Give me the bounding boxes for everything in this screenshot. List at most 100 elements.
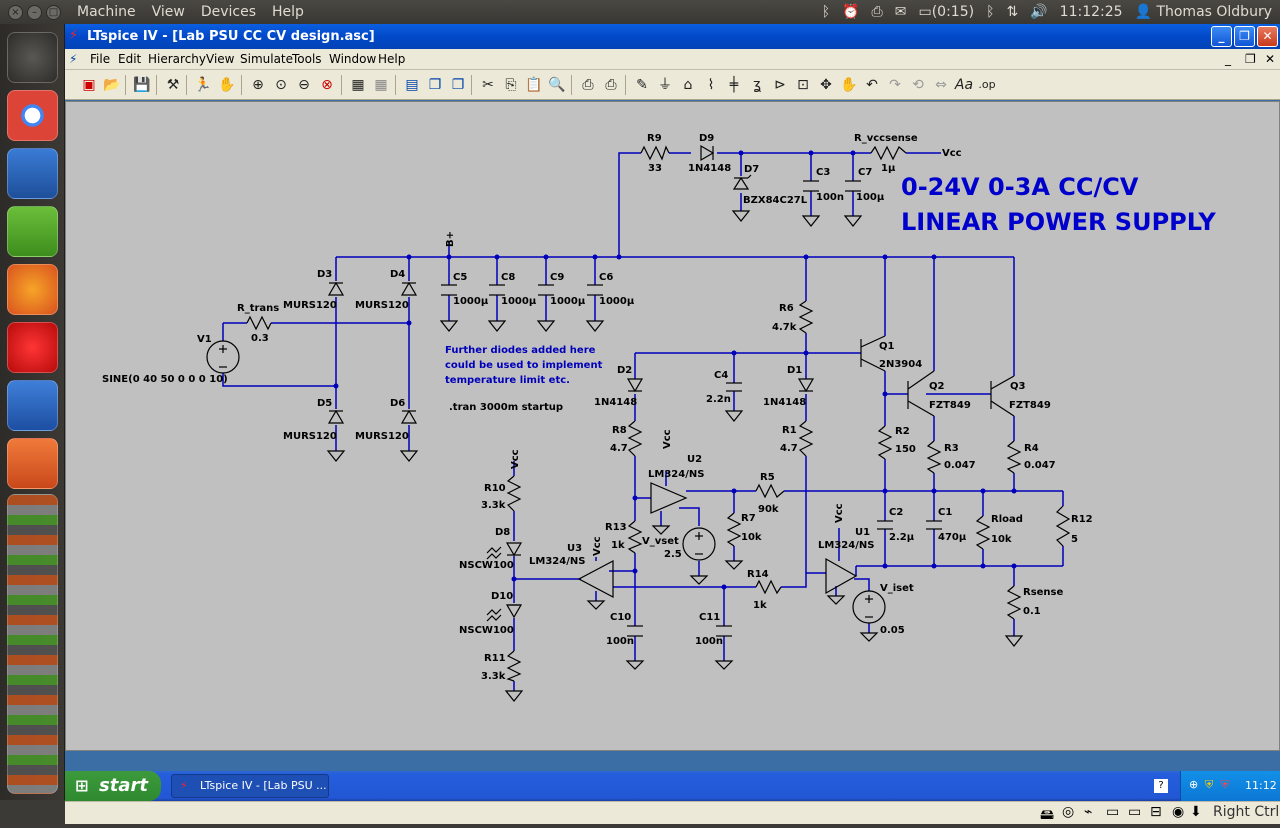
battery-indicator[interactable]: ▭(0:15) [918,4,974,20]
spice-directive-icon[interactable]: .op [978,78,996,91]
redo-icon[interactable]: ↷ [889,77,901,93]
alarm-clock-icon[interactable]: ⏰ [842,4,860,20]
undo-icon[interactable]: ↶ [866,77,878,93]
menu-hierarchy[interactable]: Hierarchy [148,52,207,66]
control-panel-icon[interactable]: ⚒ [166,77,180,93]
menu-help[interactable]: Help [272,4,304,20]
maximize-icon[interactable]: □ [46,4,61,20]
menu-view[interactable]: View [206,52,235,66]
bluetooth-icon[interactable]: ᛒ [821,4,831,20]
mdi-close-icon[interactable]: ✕ [1265,52,1276,66]
menu-tools[interactable]: Tools [292,52,322,66]
network-icon[interactable]: ⇅ [1006,4,1019,20]
close-icon[interactable]: × [8,4,23,20]
cascade-icon[interactable]: ❐ [428,77,442,93]
toolbar-separator [395,75,396,95]
chrome-icon[interactable] [7,90,58,141]
pan-icon[interactable]: ✋ [218,77,236,93]
menu-view[interactable]: View [151,4,185,20]
grid-icon[interactable]: ▦ [374,77,388,93]
menu-edit[interactable]: Edit [118,52,142,66]
restore-button[interactable]: ❐ [1234,26,1255,47]
draw-wire-icon[interactable]: ✎ [636,77,648,93]
drag-icon[interactable]: ✋ [840,77,858,93]
virtualbox-icon[interactable] [7,148,58,199]
alert-shield-icon[interactable]: ⛨ [1221,778,1230,791]
menu-simulate[interactable]: Simulate [240,52,294,66]
resistor-icon[interactable]: ⌇ [707,77,715,93]
print-preview-icon[interactable]: ⎙ [582,77,594,93]
schematic-drawing[interactable]: R9 33 D9 1N4148 R_vccsense 1µ Vcc D7 BZX… [66,102,1279,750]
copy-icon[interactable]: ⎘ [505,77,517,93]
autorange-icon[interactable]: ▦ [351,77,365,93]
calculator-icon[interactable] [7,380,58,431]
cut-icon[interactable]: ✂ [482,77,494,93]
shared-folder-icon[interactable]: ▭ [1106,804,1120,820]
run-icon[interactable]: 🏃 [194,77,212,93]
tile-horizontal-icon[interactable]: ▤ [405,77,419,93]
hdd-icon[interactable]: 🖴 [1040,807,1055,823]
capacitor-icon[interactable]: ╪ [729,77,739,93]
value-d6: MURS120 [355,431,409,442]
label-r4: R4 [1024,443,1039,454]
label-r-vccsense: R_vccsense [854,133,918,144]
taskbar-item-ltspice[interactable]: ⚡ LTspice IV - [Lab PSU ... [171,774,329,798]
component-icon[interactable]: ⊡ [797,77,809,93]
ubuntu-icon[interactable] [7,32,58,83]
find-icon[interactable]: 🔍 [548,77,566,93]
resistor-r7 [726,512,742,547]
keyboard-capture-icon[interactable]: ⬇ [1190,804,1202,820]
ground-icon[interactable]: ⏚ [658,77,672,93]
start-button[interactable]: ⊞ start [65,771,161,801]
security-shield-icon[interactable]: ⛨ [1205,778,1214,791]
pan-view-icon[interactable]: ⊙ [275,77,287,93]
mdi-minimize-icon[interactable]: _ [1225,52,1231,66]
mdi-restore-icon[interactable]: ❐ [1245,52,1256,66]
help-icon[interactable]: ? [1154,779,1168,793]
mirror-icon[interactable]: ⇔ [935,77,947,93]
value-d3: MURS120 [283,300,337,311]
mail-icon[interactable]: ✉ [894,4,907,20]
label-net-icon[interactable]: ⌂ [683,77,693,93]
menu-machine[interactable]: Machine [77,4,136,20]
text-icon[interactable]: Aa [954,77,974,93]
minimize-icon[interactable]: – [27,4,42,20]
optical-drive-icon[interactable]: ◎ [1062,804,1075,820]
firefox-icon[interactable] [7,264,58,315]
ubuntu-one-icon[interactable] [7,438,58,489]
diode-icon[interactable]: ⊳ [774,77,786,93]
schematic-canvas[interactable]: R9 33 D9 1N4148 R_vccsense 1µ Vcc D7 BZX… [65,101,1280,751]
bluetooth2-icon[interactable]: ᛒ [986,4,995,20]
tile-vertical-icon[interactable]: ❐ [451,77,465,93]
usb-icon[interactable]: ⌁ [1084,804,1093,820]
menu-window[interactable]: Window [329,52,377,66]
open-icon[interactable]: 📂 [103,77,121,93]
network-adapter-icon[interactable]: ⊟ [1150,804,1162,820]
opera-icon[interactable] [7,322,58,373]
new-schematic-icon[interactable]: ▣ [82,77,96,93]
zoom-out-icon[interactable]: ⊖ [298,77,310,93]
zoom-fit-icon[interactable]: ⊗ [321,77,333,93]
menu-devices[interactable]: Devices [200,4,257,20]
rotate-icon[interactable]: ⟲ [912,77,924,93]
display-icon[interactable]: ▭ [1128,804,1142,820]
network-tray-icon[interactable]: ⊕ [1189,778,1199,791]
user-menu[interactable]: 👤 Thomas Oldbury [1135,4,1272,20]
move-icon[interactable]: ✥ [820,77,832,93]
clock[interactable]: 11:12:25 [1059,4,1123,20]
minimize-button[interactable]: _ [1211,26,1232,47]
zoom-in-icon[interactable]: ⊕ [252,77,264,93]
menu-help[interactable]: Help [378,52,406,66]
inductor-icon[interactable]: ʓ [752,77,762,93]
print-icon[interactable]: ⎙ [605,77,617,93]
save-icon[interactable]: 💾 [133,77,151,93]
close-button[interactable]: ✕ [1257,26,1278,47]
paste-icon[interactable]: 📋 [525,77,543,93]
menu-file[interactable]: File [90,52,111,66]
stacked-launcher-icons[interactable] [7,494,58,794]
text-editor-icon[interactable] [7,206,58,257]
taskbar-clock[interactable]: 11:12 [1245,779,1277,792]
recording-icon[interactable]: ◉ [1172,804,1185,820]
volume-icon[interactable]: 🔊 [1030,4,1048,20]
printer-icon[interactable]: ⎙ [871,4,883,20]
